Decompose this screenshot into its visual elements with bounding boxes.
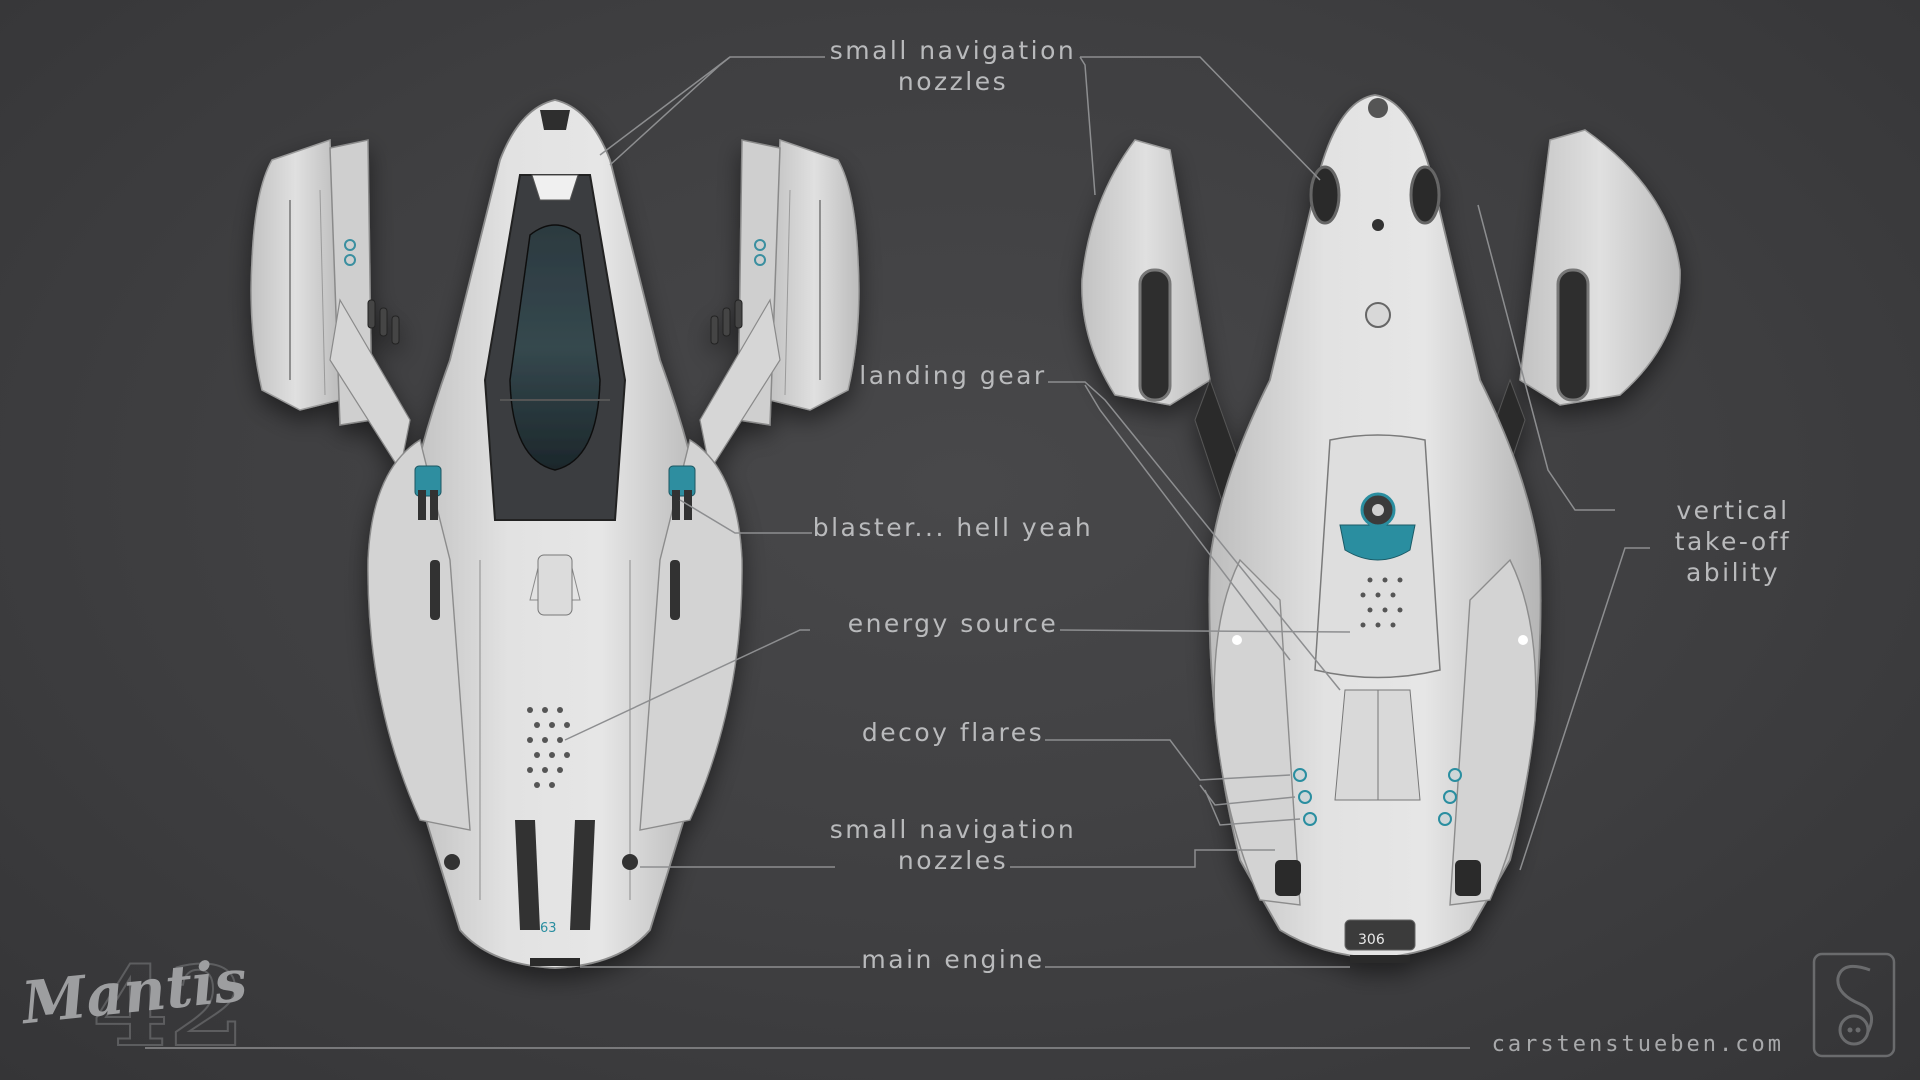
ship-bottom-view	[1081, 94, 1681, 963]
label-decoy-flares: decoy flares	[861, 718, 1045, 747]
label-nav-nozzles-top: small navigation nozzles	[829, 36, 1077, 96]
svg-text:42: 42	[92, 942, 245, 1055]
label-main-engine: main engine	[861, 945, 1045, 974]
mantis-42-logo: 42 Mantis	[22, 941, 250, 1055]
label-nav-nozzles-bottom: small navigation nozzles	[829, 815, 1077, 875]
ship-top-view	[250, 99, 860, 969]
author-logo-icon	[1812, 952, 1896, 1058]
label-energy-source: energy source	[847, 609, 1059, 638]
blaster-left	[414, 465, 442, 520]
ship-marking-top: 63	[540, 921, 557, 936]
label-vtol: vertical take-off ability	[1674, 496, 1792, 587]
leader-lines	[145, 56, 1650, 1049]
ship-marking-bottom: 306	[1358, 932, 1385, 948]
website-url: carstenstueben.com	[1491, 1032, 1784, 1057]
label-landing-gear: landing gear	[859, 361, 1047, 390]
label-blaster: blaster... hell yeah	[812, 513, 1094, 542]
